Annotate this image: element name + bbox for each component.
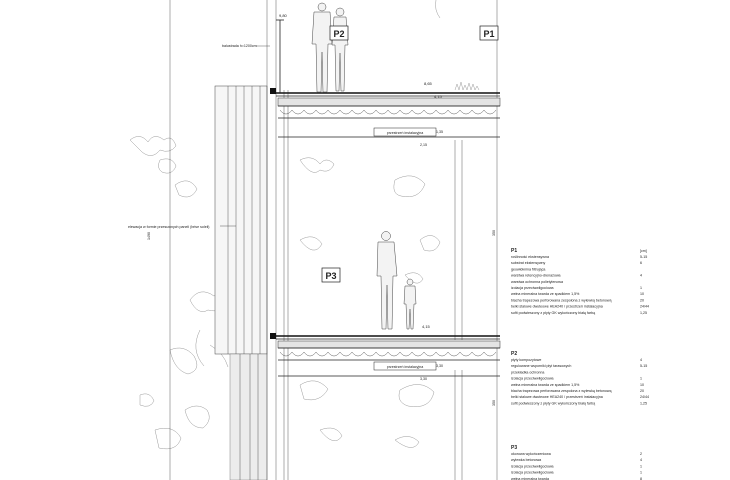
legend-row-label: wełna mineralna twarda ze spadkiem 1,5% xyxy=(511,292,580,296)
vegetation-interior xyxy=(299,0,441,448)
dim-350-lower: 350 xyxy=(492,400,496,406)
slab-lower xyxy=(270,333,501,377)
people-interior xyxy=(376,231,417,330)
legend-row-label: warstwa ochronna polietylenowa xyxy=(511,280,563,284)
legend-row-label: wylewka betonowa xyxy=(511,458,541,462)
legend-p2-title: P2 xyxy=(511,351,517,357)
legend-row-label: izolacja przeciwwilgociowa xyxy=(511,377,554,381)
legend-row-value: 10 xyxy=(640,292,644,296)
tag-p3: P3 xyxy=(321,267,341,283)
legend-row-value: 4 xyxy=(640,358,642,362)
dim-330: 3,30 xyxy=(436,364,443,368)
tag-p2-text: P2 xyxy=(333,29,344,39)
legend-row-value: 6 xyxy=(640,261,642,265)
legend-row-label: izolacja przeciwwilgociowa xyxy=(511,464,554,468)
legend-row-value: 1 xyxy=(640,377,642,381)
legend-row-label: blacha trapezowa perforowana zespolona z… xyxy=(511,389,612,393)
level-upper: 8,65 xyxy=(424,81,433,86)
legend-row-value: 20 xyxy=(640,298,644,302)
install-space-upper: przestrzeń instalacyjna xyxy=(387,131,424,135)
legend-row-label: izolacja przeciwwilgociowa xyxy=(511,286,554,290)
legend-row-value: 1 xyxy=(640,471,642,475)
legend-row-label: sufit podwieszony z płyty GK wykończony … xyxy=(511,401,595,405)
legend-row-value: 1,25 xyxy=(640,311,647,315)
legend-row-value: 24/44 xyxy=(640,305,649,309)
legend-row-label: okorowa wykończeniowa xyxy=(511,452,551,456)
tag-p3-text: P3 xyxy=(325,271,336,281)
install-space-box-upper xyxy=(373,127,437,137)
install-space-lower: przestrzeń instalacyjna xyxy=(387,365,424,369)
tag-p2: P2 xyxy=(329,25,349,41)
tag-p1: P1 xyxy=(479,25,499,41)
facade-panels xyxy=(214,85,268,480)
legend-row-label: izolacja przeciwwilgociowa xyxy=(511,471,554,475)
legend-row-label: przekładka ochronna xyxy=(511,370,544,374)
legend-row-value: 5-15 xyxy=(640,364,647,368)
slab-upper xyxy=(270,88,501,138)
legend-row-label: warstwa retencyjno-drenażowa xyxy=(511,274,561,278)
dim-height-1490: 1490 xyxy=(147,232,151,240)
dim-350-upper: 350 xyxy=(492,230,496,236)
legend-row-label: blacha trapezowa perforowana zespolona z… xyxy=(511,298,612,302)
tag-p1-text: P1 xyxy=(483,29,494,39)
legend-row-label: regulowane wsporniki płyt tarasowych xyxy=(511,364,571,368)
legend-row-label: płyty kompozytowe xyxy=(511,358,541,362)
dim-top: 9,80 xyxy=(279,13,288,18)
dim-135: 1,35 xyxy=(436,130,443,134)
vegetation-left xyxy=(129,136,229,450)
legend-row-value: 1 xyxy=(640,464,642,468)
level-lower: 4,15 xyxy=(422,324,431,329)
legend-row-label: wełna mineralna twarda ze spadkiem 1,5% xyxy=(511,383,580,387)
level-upper-b: 4,15 xyxy=(434,94,443,99)
legend-row-value: 8 xyxy=(640,477,642,480)
legend-row-label: substrat ekstensywny xyxy=(511,261,546,265)
legend-row-value: 5-15 xyxy=(640,255,647,259)
legend-row-label: sufit podwieszony z płyty GK wykończony … xyxy=(511,311,595,315)
install-space-box-lower xyxy=(373,361,437,371)
legend-row-value: 24/44 xyxy=(640,395,649,399)
people-terrace xyxy=(311,2,349,93)
legend-row-value: 20 xyxy=(640,389,644,393)
note-elevation: elewacja w formie przesuwnych paneli (br… xyxy=(128,225,210,229)
note-railing: balustrada h=1200cm xyxy=(222,44,257,48)
legend-row-value: 1 xyxy=(640,286,642,290)
legend-p1-title: P1 xyxy=(511,248,517,254)
legend-row-label: roślinność ekstensywna xyxy=(511,255,549,259)
legend-row-value: 2 xyxy=(640,452,642,456)
legend-row-value: 10 xyxy=(640,383,644,387)
legend-row-label: belki stalowe dwuteowe HEA240 / przestrz… xyxy=(511,305,603,309)
legend-p3-title: P3 xyxy=(511,445,517,451)
legend-row-label: wełna mineralna twarda xyxy=(511,477,549,480)
legend-row-value: 4 xyxy=(640,274,642,278)
legend-row-value: 4 xyxy=(640,458,642,462)
legend-unit: [cm] xyxy=(640,249,647,253)
legend-row-label: geowłóknina filtrująca xyxy=(511,267,545,271)
legend-row-label: belki stalowe dwuteowe HEA240 / przestrz… xyxy=(511,395,603,399)
green-roof xyxy=(454,81,480,91)
dim-2215: 2,15 xyxy=(420,143,427,147)
legend-row-value: 1,25 xyxy=(640,401,647,405)
dim-330b: 3,30 xyxy=(420,377,427,381)
